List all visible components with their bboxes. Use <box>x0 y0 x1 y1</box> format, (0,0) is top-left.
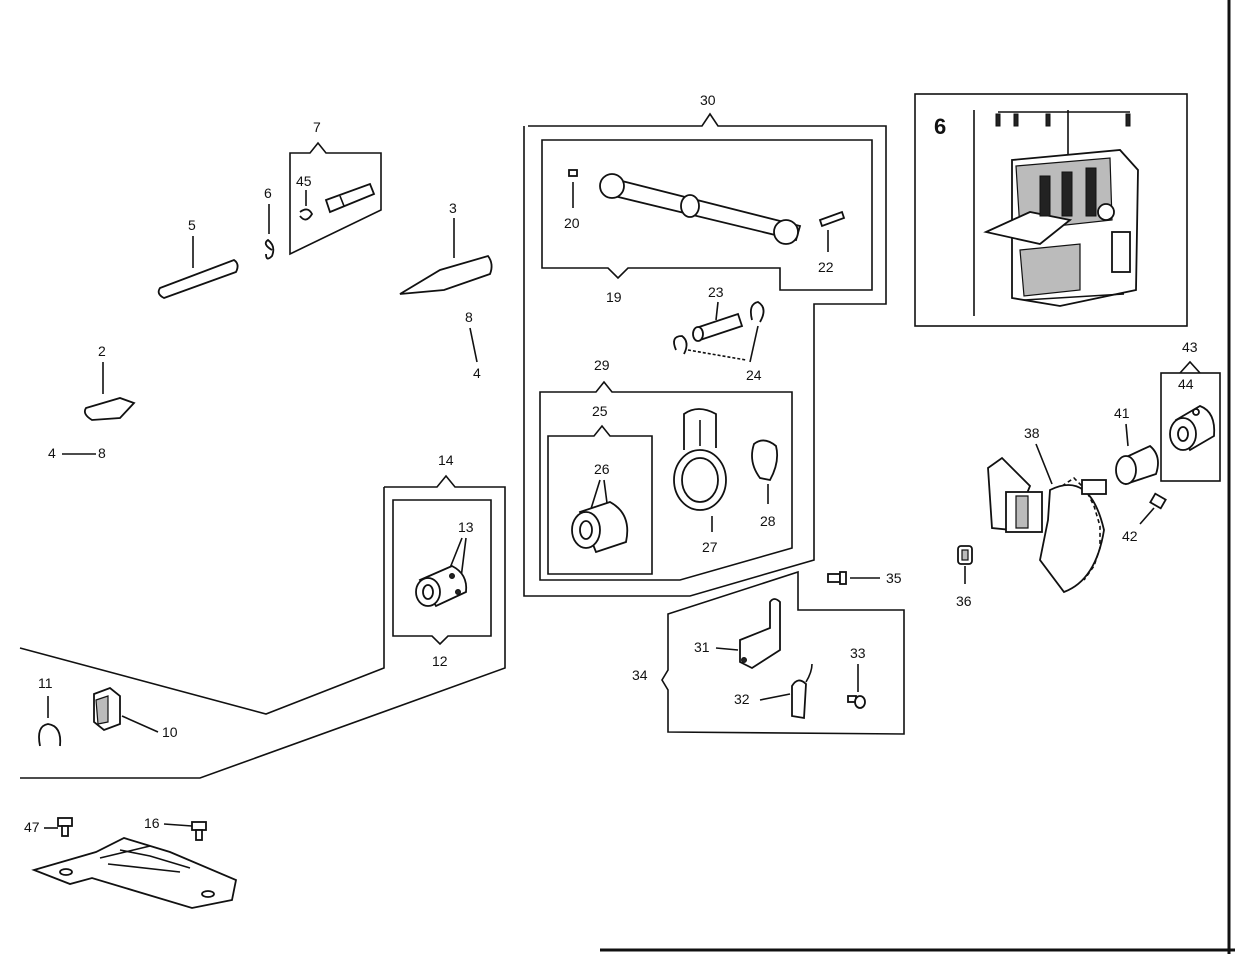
callout-35: 35 <box>886 570 902 586</box>
callout-2: 2 <box>98 343 106 359</box>
callout-13: 13 <box>458 519 474 535</box>
part-26-bobbin <box>571 501 629 554</box>
part-28-spring <box>751 439 779 482</box>
part-6-clip <box>264 238 275 260</box>
part-47-screw <box>57 817 73 837</box>
callout-8b: 8 <box>98 445 106 461</box>
callout-30: 30 <box>700 92 716 108</box>
part-7-shaft <box>324 182 376 214</box>
part-38-cam-assembly <box>987 456 1107 594</box>
group-7-frame <box>289 141 382 256</box>
callout-44: 44 <box>1178 376 1194 392</box>
part-45-clip <box>299 208 314 221</box>
part-11-clip <box>38 723 62 747</box>
callout-11: 11 <box>38 675 53 691</box>
callout-8: 8 <box>465 309 473 325</box>
callout-45: 45 <box>296 173 312 189</box>
callout-19: 19 <box>606 289 622 305</box>
part-41-collar <box>1115 444 1159 486</box>
callout-22: 22 <box>818 259 834 275</box>
part-23-shaft <box>692 312 744 342</box>
part-24-clip-b <box>749 301 765 323</box>
machine-inset-frame <box>914 93 1188 327</box>
callout-14: 14 <box>438 452 454 468</box>
callout-12: 12 <box>432 653 448 669</box>
part-22-pin <box>818 210 846 228</box>
group-43-frame <box>1160 372 1221 482</box>
group-12-frame <box>392 499 492 646</box>
part-3-cone <box>399 254 493 295</box>
part-31-bracket <box>739 598 781 670</box>
callout-5: 5 <box>188 217 196 233</box>
callout-34: 34 <box>632 667 648 683</box>
group-19-frame <box>541 139 873 291</box>
callout-4: 4 <box>473 365 481 381</box>
part-10-block <box>93 686 121 732</box>
part-27-eccentric <box>673 408 727 511</box>
part-13-collar <box>415 565 468 608</box>
callout-6: 6 <box>264 185 272 201</box>
serger-machine-illustration <box>973 110 1139 316</box>
part-44-knob <box>1169 405 1216 452</box>
callout-42: 42 <box>1122 528 1138 544</box>
throat-plate <box>31 837 238 909</box>
callout-26: 26 <box>594 461 610 477</box>
callout-27: 27 <box>702 539 718 555</box>
callout-43: 43 <box>1182 339 1198 355</box>
group-14-outline-right <box>20 474 506 779</box>
callout-25: 25 <box>592 403 608 419</box>
callout-24: 24 <box>746 367 762 383</box>
callout-20: 20 <box>564 215 580 231</box>
part-32-spring-plate <box>791 663 813 720</box>
part-24-clip-a <box>673 335 688 355</box>
callout-6-machine: 6 <box>934 114 946 139</box>
callout-4b: 4 <box>48 445 56 461</box>
callout-47: 47 <box>24 819 40 835</box>
group-25-frame <box>547 424 653 575</box>
part-33-screw <box>847 695 866 709</box>
callout-23: 23 <box>708 284 724 300</box>
callout-7: 7 <box>313 119 321 135</box>
callout-33: 33 <box>850 645 866 661</box>
part-42-setscrew <box>1149 492 1167 510</box>
callout-32: 32 <box>734 691 750 707</box>
callout-29: 29 <box>594 357 610 373</box>
part-5-pin <box>157 258 239 299</box>
callout-3: 3 <box>449 200 457 216</box>
callout-16: 16 <box>144 815 160 831</box>
callout-38: 38 <box>1024 425 1040 441</box>
part-19-crank-rod <box>599 173 802 245</box>
group-29-frame <box>539 380 793 581</box>
part-35-screw <box>827 571 847 585</box>
group-14-outline-left <box>19 487 385 715</box>
part-16-screw <box>191 821 207 841</box>
part-2-cap <box>83 397 136 421</box>
callout-41: 41 <box>1114 405 1130 421</box>
group-34-frame <box>661 570 905 735</box>
part-36-block <box>957 545 973 565</box>
callout-36: 36 <box>956 593 972 609</box>
group-30-frame <box>523 112 887 597</box>
callout-28: 28 <box>760 513 776 529</box>
callout-31: 31 <box>694 639 710 655</box>
part-20-pin <box>568 169 578 177</box>
callout-10: 10 <box>162 724 178 740</box>
